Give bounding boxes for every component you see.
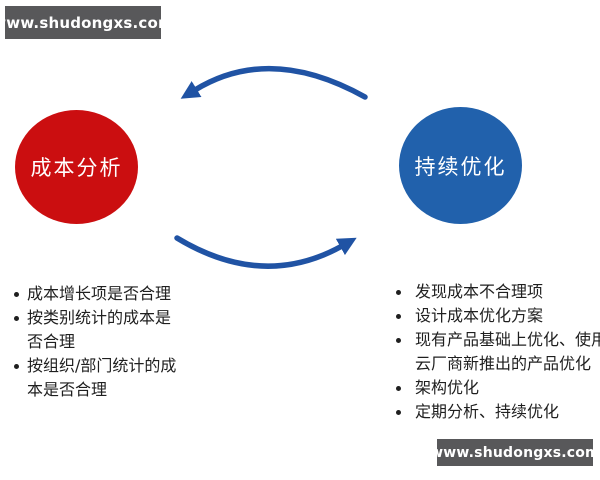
node-continuous-optimization-label: 持续优化 (414, 154, 507, 179)
node-continuous-optimization: 持续优化 (399, 107, 522, 224)
list-item-text: 成本增长项是否合理 (27, 284, 172, 303)
bullet-icon (14, 316, 19, 321)
bullet-icon (14, 364, 19, 369)
list-item-text: 按组织/部门统计的成本是否合理 (27, 356, 177, 399)
bullet-icon (396, 386, 401, 391)
bullet-icon (396, 338, 401, 343)
list-item-text: 定期分析、持续优化 (415, 402, 560, 421)
list-item: 成本增长项是否合理 (14, 282, 194, 306)
watermark-top-text: www.shudongxs.com (0, 13, 174, 32)
bullet-icon (396, 290, 401, 295)
list-item: 现有产品基础上优化、使用云厂商新推出的产品优化 (396, 328, 600, 376)
list-item: 发现成本不合理项 (396, 280, 600, 304)
bullet-icon (396, 410, 401, 415)
bullet-icon (396, 314, 401, 319)
watermark-bottom-text: www.shudongxs.com (430, 444, 600, 461)
list-item: 按组织/部门统计的成本是否合理 (14, 354, 194, 402)
watermark-top: www.shudongxs.com (0, 6, 174, 39)
cost-analysis-list: 成本增长项是否合理 按类别统计的成本是否合理 按组织/部门统计的成本是否合理 (14, 282, 194, 402)
arrow-bottom-left-to-right (174, 235, 357, 269)
list-item-text: 设计成本优化方案 (415, 306, 544, 325)
list-item: 架构优化 (396, 376, 600, 400)
continuous-optimization-list: 发现成本不合理项 设计成本优化方案 现有产品基础上优化、使用云厂商新推出的产品优… (396, 280, 600, 424)
bullet-icon (14, 292, 19, 297)
arrow-top-right-to-left (180, 66, 368, 100)
list-item-text: 按类别统计的成本是否合理 (27, 308, 172, 351)
node-cost-analysis: 成本分析 (15, 110, 138, 224)
watermark-bottom: www.shudongxs.com (430, 439, 600, 466)
list-item: 设计成本优化方案 (396, 304, 600, 328)
list-item: 定期分析、持续优化 (396, 400, 600, 424)
list-item-text: 现有产品基础上优化、使用云厂商新推出的产品优化 (415, 330, 600, 373)
node-cost-analysis-label: 成本分析 (30, 156, 123, 180)
list-item-text: 架构优化 (415, 378, 480, 397)
list-item: 按类别统计的成本是否合理 (14, 306, 194, 354)
list-item-text: 发现成本不合理项 (415, 282, 544, 301)
